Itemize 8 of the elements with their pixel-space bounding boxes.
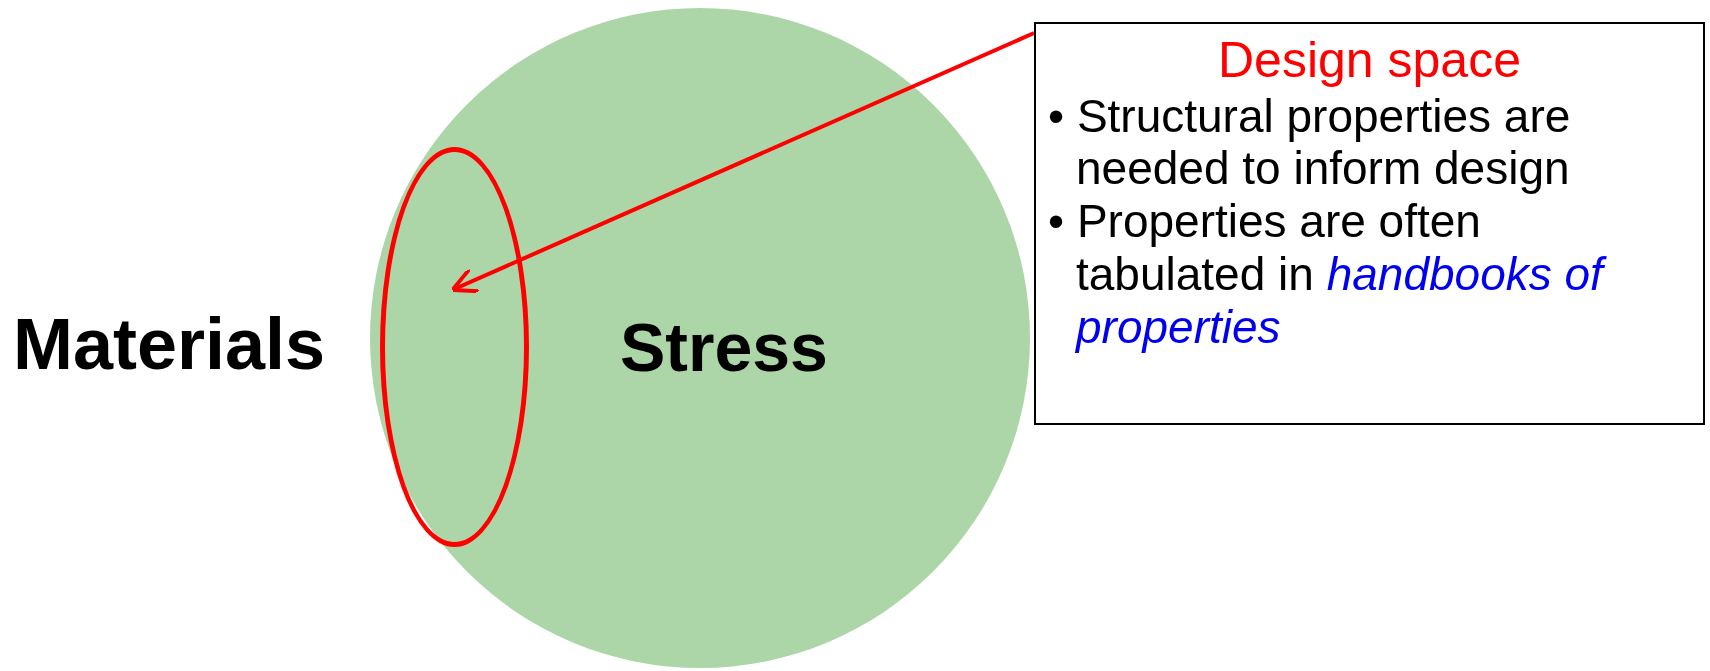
callout-box	[1034, 22, 1705, 425]
callout-heading: Design space	[1217, 32, 1522, 90]
arrow	[450, 31, 1035, 294]
bullet-text: • Properties are often tabulated in handbooks of properties	[1048, 195, 1667, 354]
bullet-text: • Structural properties are needed to inform design	[1048, 89, 1572, 196]
side-label: Materials	[13, 303, 326, 385]
region-label: Stress	[620, 308, 828, 386]
highlight-ellipse	[380, 147, 529, 547]
